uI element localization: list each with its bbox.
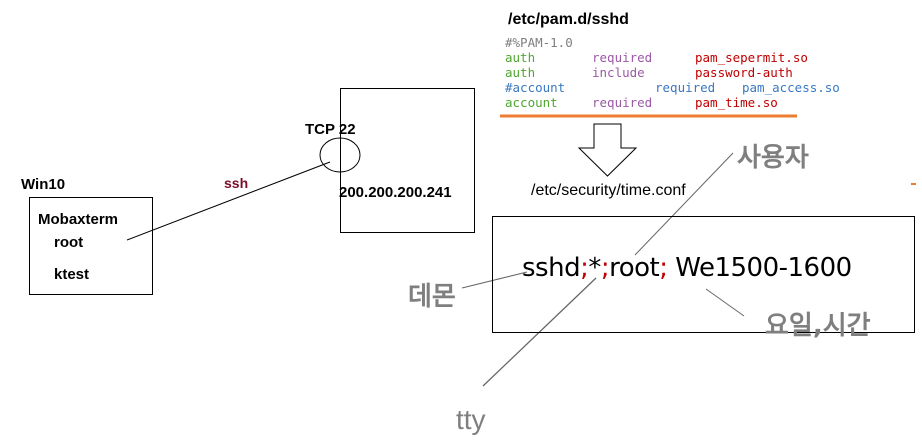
pam-line-4-type: account (505, 95, 558, 110)
pam-line-3-type: #account (505, 80, 566, 95)
pam-line-1-control: required (592, 50, 653, 65)
client-os-label: Win10 (21, 176, 66, 193)
pam-line-1-type: auth (505, 50, 536, 65)
port-label: TCP 22 (305, 121, 356, 138)
client-app-label: Mobaxterm (38, 211, 119, 228)
tty-annotation: tty (456, 404, 486, 435)
pam-line-1-module: pam_sepermit.so (695, 50, 808, 65)
rule-service: sshd (522, 253, 581, 283)
client-box (29, 197, 153, 295)
pam-line-2-control: include (592, 65, 645, 80)
pam-line-3-module: pam_access.so (742, 80, 840, 95)
pam-line-4-control: required (592, 95, 653, 110)
daemon-annotation: 데몬 (408, 282, 456, 312)
pam-header: #%PAM-1.0 (505, 35, 573, 50)
pam-line-4-module: pam_time.so (695, 95, 778, 110)
ssh-label: ssh (224, 175, 249, 191)
pam-line-2-type: auth (505, 65, 536, 80)
rule-separator-3: ; (659, 253, 668, 283)
pam-file-title: /etc/pam.d/sshd (508, 11, 629, 28)
rule-user: root (609, 253, 660, 283)
config-path-label: /etc/security/time.conf (531, 182, 686, 199)
daemon-pointer-line (461, 271, 528, 289)
rule-time: We1500-1600 (675, 253, 852, 283)
rule-tty: * (588, 253, 601, 283)
server-box (340, 88, 475, 233)
rule-separator-1: ; (580, 253, 589, 283)
time-rule: sshd;*;root; We1500-1600 (522, 253, 852, 283)
rule-separator-2: ; (600, 253, 610, 283)
server-ip-label: 200.200.200.241 (339, 184, 452, 201)
client-user-ktest: ktest (54, 266, 90, 283)
day-time-annotation: 요일,시간 (765, 311, 871, 341)
rule-box (492, 216, 915, 333)
user-pointer-line (634, 152, 734, 256)
down-arrow (577, 123, 638, 177)
client-user-root: root (54, 234, 84, 251)
pam-line-2-module: password-auth (695, 65, 793, 80)
pam-line-3-control: required (655, 80, 716, 95)
ssh-connection-line (126, 161, 331, 241)
daytime-pointer-line (705, 288, 745, 317)
user-annotation: 사용자 (737, 143, 809, 173)
